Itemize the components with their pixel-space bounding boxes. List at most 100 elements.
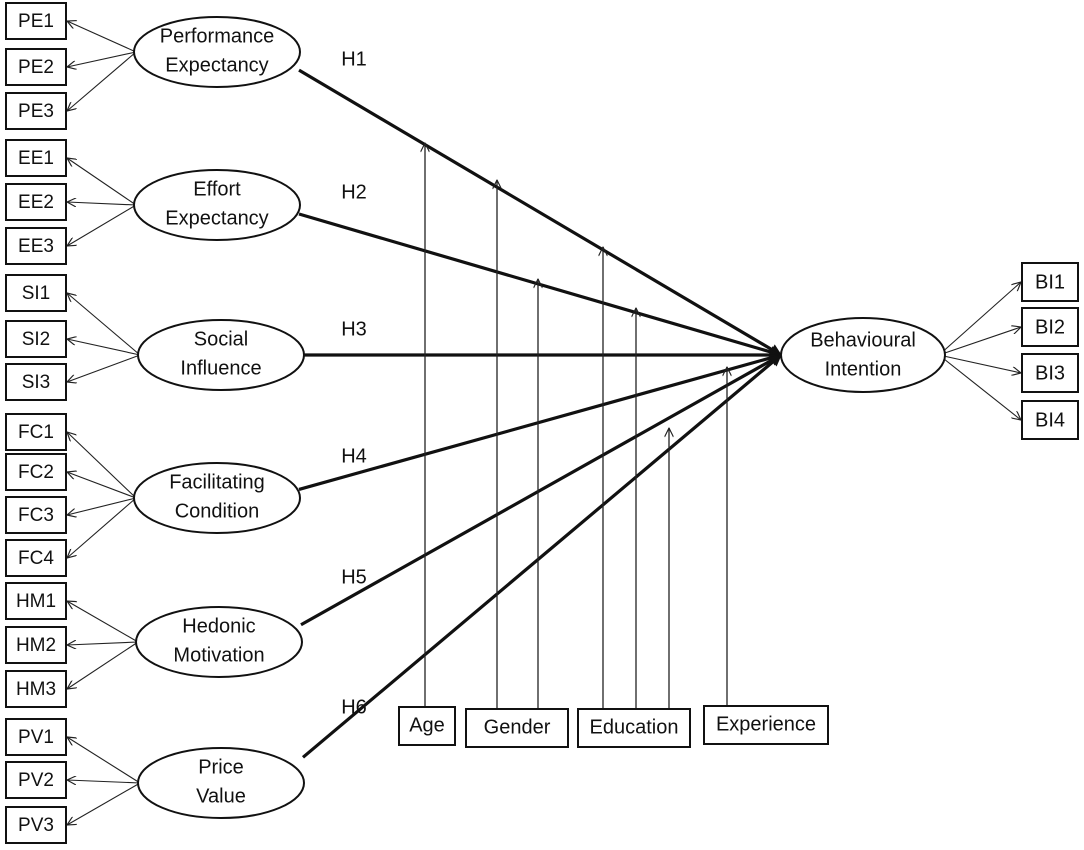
indicator-arrow-hm3 <box>67 641 139 689</box>
construct-ellipse <box>135 606 303 678</box>
moderator-box <box>577 708 691 748</box>
construct-ellipse <box>133 169 301 241</box>
moderator-box <box>703 705 829 745</box>
indicator-arrow-pe3 <box>67 51 137 111</box>
indicator-arrow-bi1 <box>938 282 1021 356</box>
indicator-label: BI2 <box>1035 316 1065 338</box>
indicator-ee1: EE1 <box>5 139 67 177</box>
indicator-arrow-si3 <box>67 354 141 382</box>
indicator-label: PE2 <box>18 57 54 78</box>
indicator-arrow-pv1 <box>67 737 141 784</box>
moderator-label: Education <box>590 716 679 738</box>
indicator-box <box>5 92 67 130</box>
indicator-label: SI2 <box>22 329 51 350</box>
indicator-ee2: EE2 <box>5 183 67 221</box>
indicator-fc1: FC1 <box>5 413 67 451</box>
hypothesis-label-h3: H3 <box>341 318 367 340</box>
hypothesis-label-h6: H6 <box>341 696 367 718</box>
indicator-label: HM3 <box>16 679 56 700</box>
construct-label-line1: Facilitating <box>169 471 265 493</box>
indicator-hm1: HM1 <box>5 582 67 620</box>
indicator-box <box>5 626 67 664</box>
indicator-arrow-bi2 <box>938 327 1021 356</box>
path-arrow-h1 <box>298 68 783 357</box>
indicator-bi3: BI3 <box>1021 353 1079 393</box>
indicator-label: PE3 <box>18 101 54 122</box>
outcome-label-line2: Intention <box>825 358 902 380</box>
moderator-age: Age <box>398 706 456 746</box>
indicator-label: FC4 <box>18 548 54 569</box>
indicator-si2: SI2 <box>5 320 67 358</box>
indicator-box <box>5 183 67 221</box>
indicator-pv1: PV1 <box>5 718 67 756</box>
connector-layer <box>67 21 1021 825</box>
indicator-box <box>5 453 67 491</box>
hypothesis-label-h5: H5 <box>341 566 367 588</box>
indicator-arrow-pv2 <box>67 780 141 783</box>
indicator-label: FC2 <box>18 462 54 483</box>
indicator-label: SI3 <box>22 372 51 393</box>
construct-label-line2: Condition <box>175 500 260 522</box>
indicator-label: BI4 <box>1035 409 1065 431</box>
construct-label-line2: Influence <box>180 357 261 379</box>
indicator-label: EE2 <box>18 192 54 213</box>
indicator-fc3: FC3 <box>5 496 67 534</box>
outcome-ellipse <box>780 317 946 393</box>
indicator-label: HM2 <box>16 635 56 656</box>
indicator-label: PV1 <box>18 727 54 748</box>
moderator-experience: Experience <box>703 705 829 745</box>
indicator-arrow-bi3 <box>938 354 1021 373</box>
indicator-box <box>5 48 67 86</box>
indicator-box <box>5 274 67 312</box>
indicator-box <box>1021 400 1079 440</box>
indicator-pe1: PE1 <box>5 2 67 40</box>
indicator-box <box>5 718 67 756</box>
indicator-box <box>5 496 67 534</box>
indicator-box <box>5 320 67 358</box>
construct-label-line2: Expectancy <box>165 54 268 76</box>
indicator-ee3: EE3 <box>5 227 67 265</box>
indicator-box <box>5 670 67 708</box>
indicator-arrow-hm2 <box>67 642 139 645</box>
indicator-arrow-ee1 <box>67 158 137 206</box>
indicator-arrow-pe2 <box>67 51 137 67</box>
indicator-hm3: HM3 <box>5 670 67 708</box>
indicator-box <box>5 582 67 620</box>
construct-ellipse <box>133 16 301 88</box>
path-arrow-h5 <box>300 353 783 627</box>
indicator-pe3: PE3 <box>5 92 67 130</box>
indicator-bi4: BI4 <box>1021 400 1079 440</box>
construct-ellipse <box>137 747 305 819</box>
moderator-box <box>465 708 569 748</box>
construct-label-line2: Expectancy <box>165 207 268 229</box>
indicator-box <box>5 227 67 265</box>
indicator-arrow-fc2 <box>67 472 137 499</box>
indicator-label: PV2 <box>18 770 54 791</box>
indicator-pe2: PE2 <box>5 48 67 86</box>
moderator-label: Gender <box>484 716 551 738</box>
indicator-arrow-fc1 <box>67 432 137 499</box>
construct-ellipse <box>133 462 301 534</box>
indicator-box <box>1021 307 1079 347</box>
indicator-arrow-fc3 <box>67 497 137 515</box>
indicator-box <box>5 413 67 451</box>
indicator-box <box>1021 262 1079 302</box>
construct-label-line1: Performance <box>160 25 275 47</box>
indicator-arrow-pv3 <box>67 782 141 825</box>
indicator-bi1: BI1 <box>1021 262 1079 302</box>
indicator-label: HM1 <box>16 591 56 612</box>
construct-label-line2: Value <box>196 785 246 807</box>
path-arrow-h4 <box>298 352 783 491</box>
indicator-pv3: PV3 <box>5 806 67 844</box>
indicator-arrow-fc4 <box>67 497 137 558</box>
indicator-label: PV3 <box>18 815 54 836</box>
indicator-box <box>5 539 67 577</box>
indicator-arrow-si1 <box>67 293 141 356</box>
indicator-box <box>5 806 67 844</box>
indicator-label: EE1 <box>18 148 54 169</box>
